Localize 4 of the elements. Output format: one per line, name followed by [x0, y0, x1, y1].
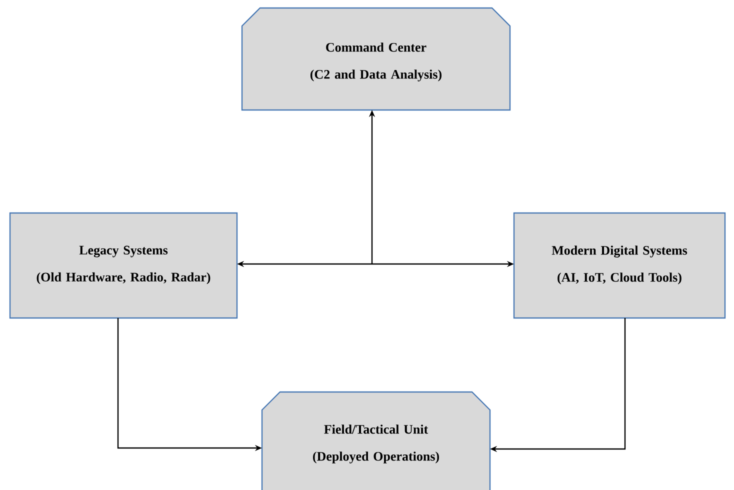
process-box: Field/Tactical Unit (Deployed Operations) [261, 391, 491, 490]
process-box: Command Center (C2 and Data Analysis) [241, 7, 511, 111]
process-box: Modern Digital Systems (AI, IoT, Cloud Tools) [513, 212, 726, 319]
process-box: Legacy Systems (Old Hardware, Radio, Radar) [9, 212, 238, 319]
